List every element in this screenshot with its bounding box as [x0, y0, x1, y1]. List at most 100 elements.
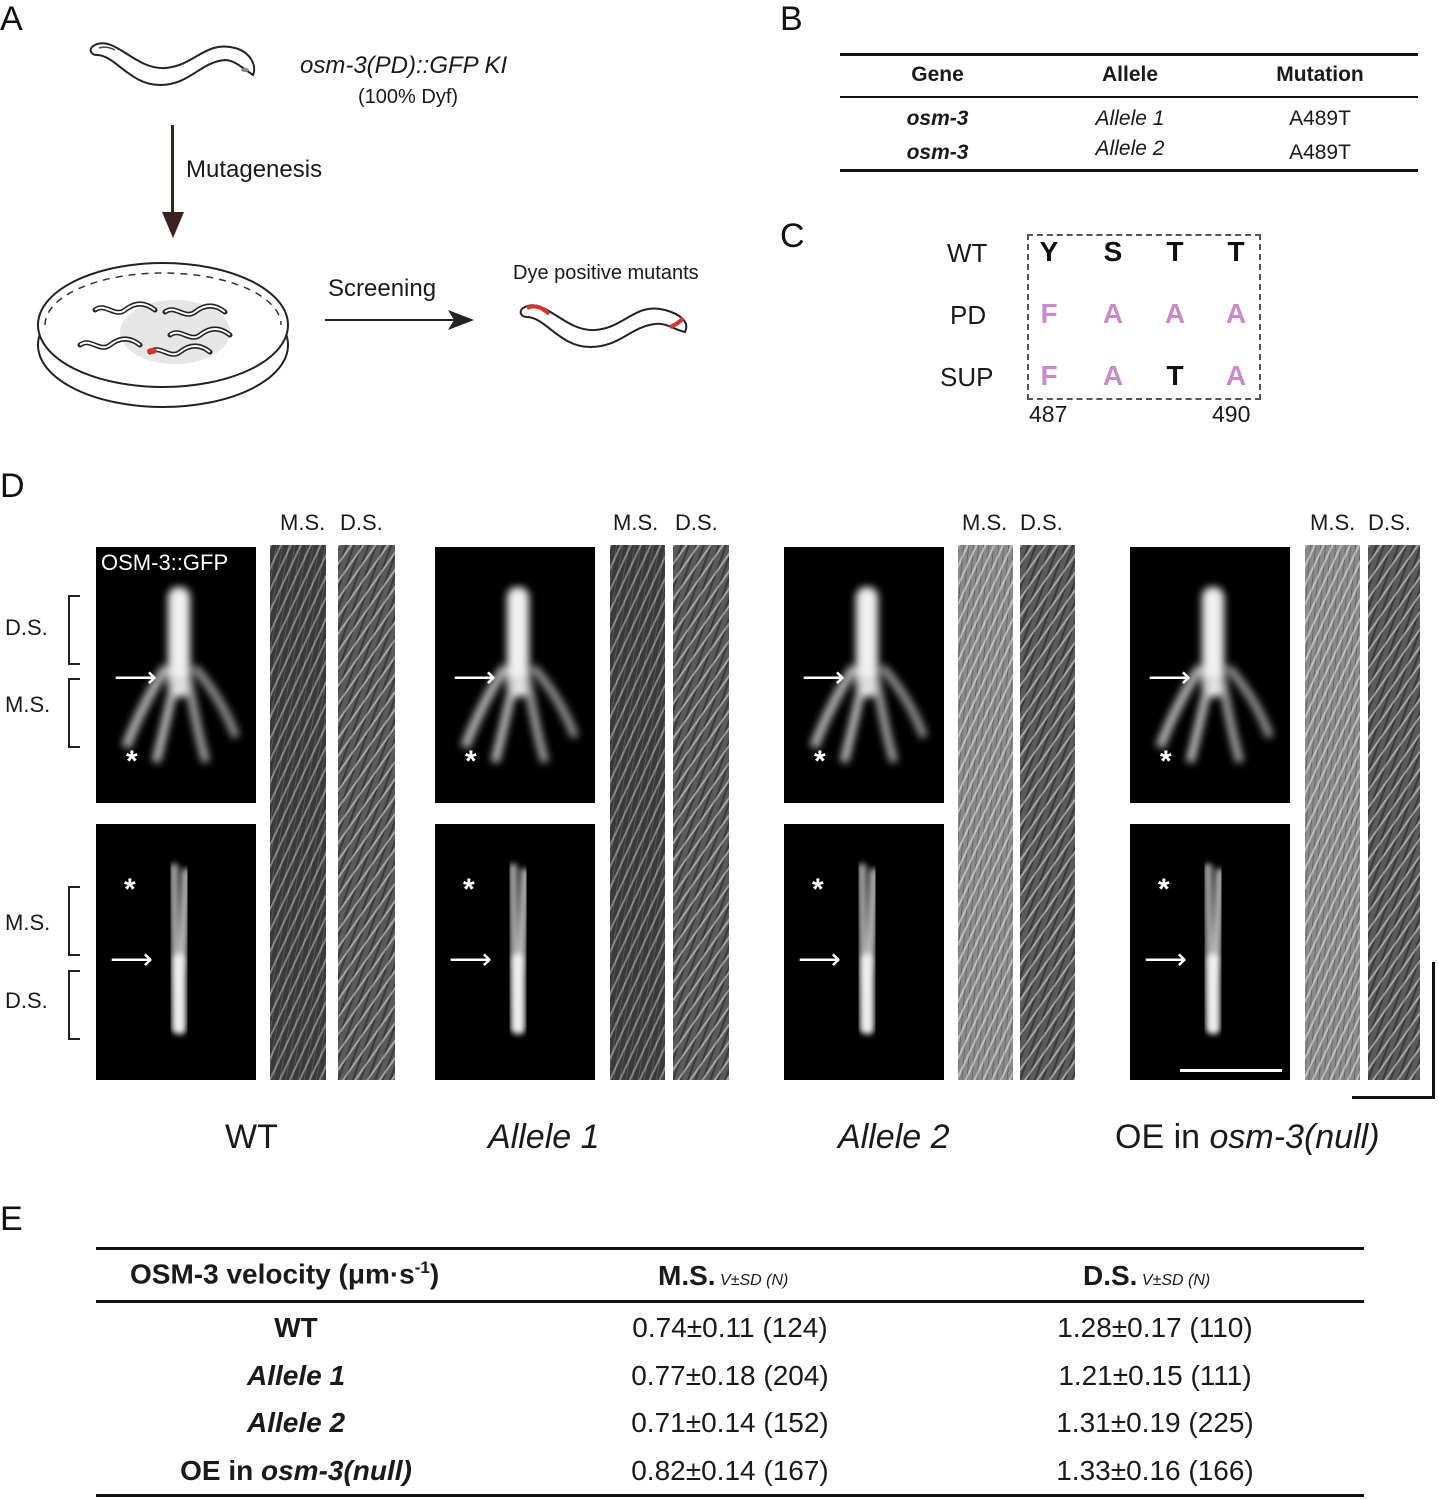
arrow-icon: ⟶ — [453, 661, 497, 694]
table-cell-ms-velocity: 0.77±0.18 (204) — [631, 1360, 829, 1391]
screening-label: Screening — [328, 275, 437, 302]
row-label-pd: PD — [950, 300, 987, 330]
micrograph-bottom — [435, 824, 595, 1080]
table-top-rule — [96, 1247, 1364, 1250]
table-cell-strain: Allele 2 — [96, 1407, 496, 1439]
micrograph-top — [435, 547, 595, 803]
condition-label-allele2: Allele 2 — [838, 1118, 950, 1156]
star-icon: * — [463, 873, 475, 906]
strain-label: osm-3(PD)::GFP KI — [300, 52, 508, 79]
channel-label: OSM-3::GFP — [101, 550, 229, 575]
table-header-rule — [96, 1300, 1364, 1303]
condition-prefix: OE in — [1115, 1118, 1210, 1156]
bracket-ds-top — [68, 595, 80, 665]
strain-name: Allele 1 — [246, 1360, 346, 1391]
ds-header-text: D.S. — [1083, 1260, 1138, 1291]
strain-prefix: OE in — [180, 1455, 261, 1486]
allele-table: Gene Allele Mutation osm-3 Allele 1 A489… — [840, 53, 1418, 175]
table-bottom-rule — [840, 169, 1418, 172]
kymograph-distal-segment — [338, 545, 395, 1080]
residue: A — [1225, 298, 1247, 329]
star-icon: * — [814, 745, 826, 778]
table-cell-ms-velocity: 0.82±0.14 (167) — [631, 1455, 829, 1486]
velocity-header-close: ) — [429, 1258, 440, 1290]
residue: T — [1227, 236, 1245, 267]
star-icon: * — [126, 745, 138, 778]
cilia-signal — [460, 587, 579, 764]
arrow-icon: ⟶ — [798, 943, 842, 976]
ms-header-sub: V±SD (N) — [720, 1272, 789, 1289]
panel-label-b: B — [780, 0, 803, 38]
table-bottom-rule — [96, 1494, 1364, 1497]
bracket-label-ds: D.S. — [5, 988, 48, 1013]
bracket-ms-top — [68, 678, 80, 748]
scale-bar-kymo-distance — [1432, 962, 1435, 1099]
star-icon: * — [812, 873, 824, 906]
bracket-label-ds: D.S. — [5, 615, 48, 640]
condition-gene: osm-3(null) — [1209, 1118, 1380, 1156]
scale-bar-image — [1180, 1069, 1282, 1072]
arrow-icon: ⟶ — [114, 661, 158, 694]
residue: T — [1166, 236, 1184, 267]
micrograph-bottom — [784, 824, 944, 1080]
kymograph-distal-segment — [1020, 545, 1075, 1080]
arrow-icon: ⟶ — [802, 661, 846, 694]
arrow-icon: ⟶ — [449, 943, 493, 976]
strain-name: Allele 2 — [246, 1407, 346, 1438]
ds-header-sub: V±SD (N) — [1141, 1272, 1211, 1289]
kymograph-label-ms: M.S. — [613, 510, 659, 535]
petri-dish-icon — [37, 262, 289, 408]
kymograph-label-ds: D.S. — [340, 510, 383, 535]
arrow-icon: ⟶ — [1144, 943, 1188, 976]
bracket-ms-bottom — [68, 886, 80, 956]
bracket-label-ms: M.S. — [5, 692, 51, 717]
micrograph-top — [96, 547, 256, 803]
micrograph-bottom — [96, 824, 256, 1080]
residue: Y — [1039, 236, 1059, 267]
ms-header-text: M.S. — [658, 1260, 716, 1291]
position-end: 490 — [1212, 401, 1251, 427]
dye-positive-label: Dye positive mutants — [513, 262, 699, 284]
arrow-icon: ⟶ — [110, 943, 154, 976]
ds-header: D.S. V±SD (N) — [1083, 1260, 1210, 1292]
cilia-signal — [121, 587, 240, 764]
kymograph-middle-segment — [1305, 545, 1360, 1080]
strain-name: WT — [274, 1312, 318, 1343]
allele-table-header — [840, 53, 1418, 98]
mutagenesis-arrow-shaft — [171, 125, 174, 220]
velocity-header-text: OSM-3 velocity (μm·s — [130, 1258, 415, 1290]
condition-label-oe: OE in osm-3(null) — [1115, 1118, 1380, 1157]
cilia-signal — [809, 587, 928, 764]
ms-header: M.S. V±SD (N) — [658, 1260, 788, 1292]
star-icon: * — [1158, 873, 1170, 906]
table-cell-ms-velocity: 0.74±0.11 (124) — [632, 1312, 828, 1343]
panel-label-d: D — [0, 467, 25, 505]
table-cell-ds-velocity: 1.21±0.15 (111) — [1058, 1360, 1252, 1391]
residue: A — [1164, 298, 1186, 329]
velocity-header: OSM-3 velocity (μm·s-1) — [130, 1258, 439, 1290]
residue: S — [1103, 236, 1123, 267]
worm-icon — [89, 42, 255, 87]
cilia-signal — [170, 863, 190, 1035]
table-cell-ds-velocity: 1.31±0.19 (225) — [1056, 1407, 1254, 1438]
star-icon: * — [124, 873, 136, 906]
table-cell-allele: Allele 1 — [1095, 107, 1165, 130]
arrow-down-icon — [162, 212, 184, 238]
velocity-header-exponent: -1 — [414, 1258, 430, 1277]
panel-label-c: C — [780, 217, 805, 255]
table-cell-mutation: A489T — [1289, 141, 1351, 164]
micrograph-top — [1130, 547, 1290, 803]
header-mutation: Mutation — [1276, 63, 1364, 86]
kymograph-label-ds: D.S. — [675, 510, 718, 535]
residue: A — [1102, 298, 1124, 329]
kymograph-label-ms: M.S. — [280, 510, 326, 535]
kymograph-middle-segment — [958, 545, 1013, 1080]
micrograph-top — [784, 547, 944, 803]
table-cell-ds-velocity: 1.28±0.17 (110) — [1057, 1312, 1253, 1343]
panel-label-e: E — [0, 1200, 23, 1238]
arrow-icon: ⟶ — [1148, 661, 1192, 694]
table-cell-strain: OE in osm-3(null) — [96, 1455, 496, 1487]
residue: F — [1040, 298, 1058, 329]
position-start: 487 — [1029, 401, 1068, 427]
header-gene: Gene — [911, 63, 964, 86]
